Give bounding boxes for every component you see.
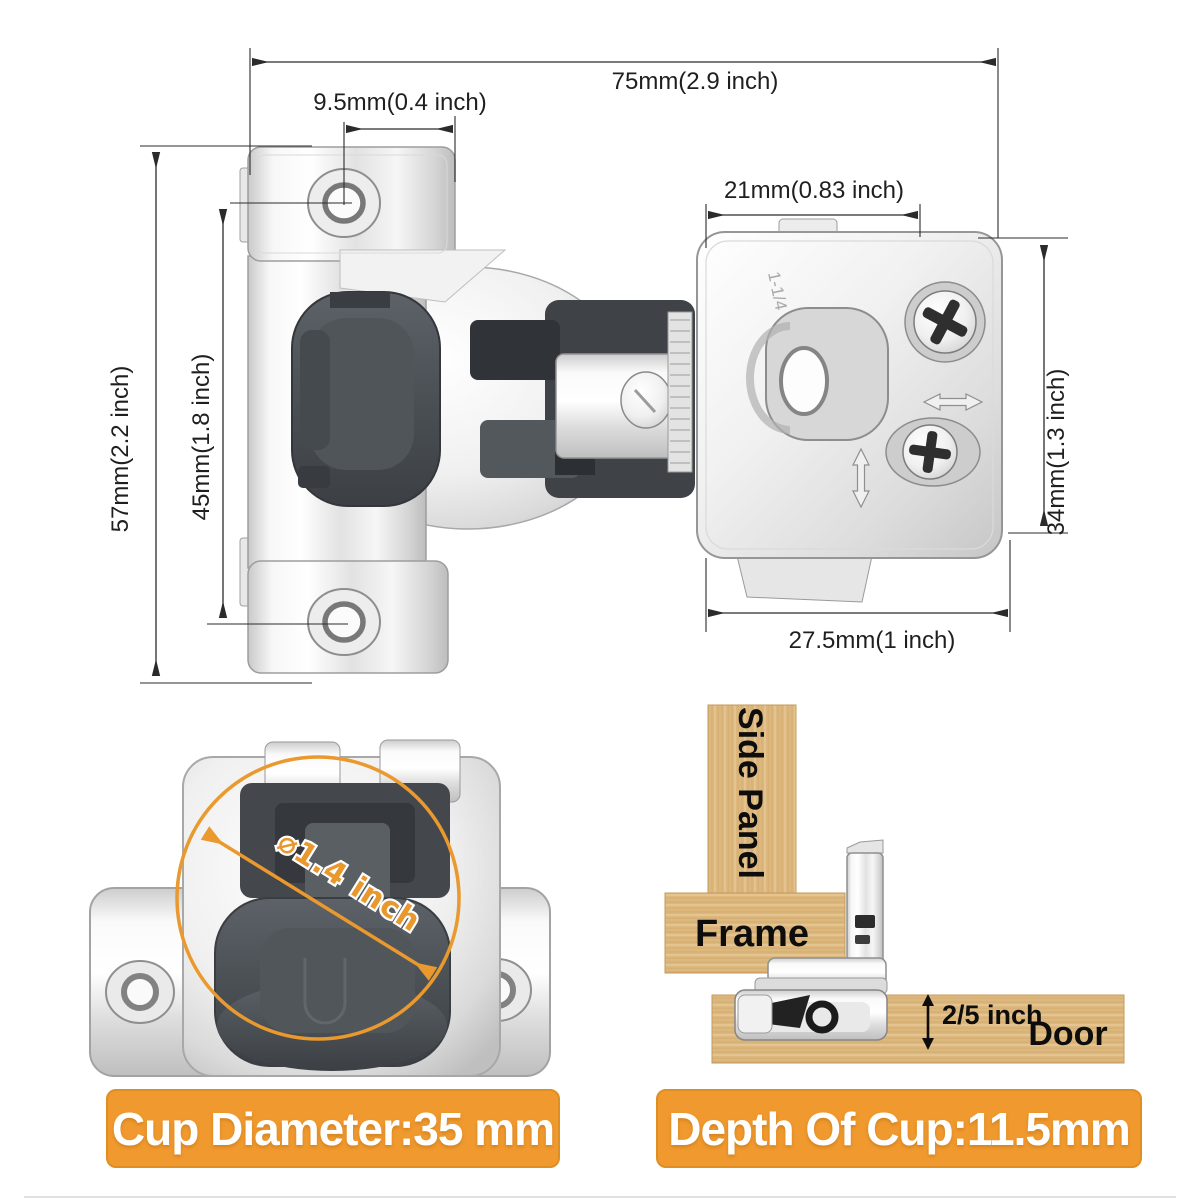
bracket-screw-bottom [885, 417, 981, 487]
installed-hinge [734, 839, 888, 1041]
cup-diameter-banner: Cup Diameter:35 mm [106, 1089, 560, 1168]
bracket-oval-hole [746, 307, 889, 441]
plate-screw-hole-bottom [307, 588, 381, 656]
hinge-bracket: 1-1/4 [696, 218, 1003, 603]
bracket-screw-top [904, 281, 986, 363]
bottom-divider-line [24, 1196, 1176, 1198]
dim-label-bracket-width: 27.5mm(1 inch) [789, 627, 956, 654]
installation-diagram: Side Panel Frame Door 2/5 inch [664, 704, 1125, 1064]
dim-label-overall-width: 75mm(2.9 inch) [612, 68, 779, 95]
dim-label-screw-hole-offset: 9.5mm(0.4 inch) [313, 89, 486, 116]
door-thickness-label: 2/5 inch [942, 1000, 1043, 1030]
cup-diameter-photo: ⌀1.4 inch [89, 739, 551, 1077]
hinge-arm [555, 353, 677, 459]
cup-depth-banner: Depth Of Cup:11.5mm [656, 1089, 1142, 1168]
dim-label-plate-height: 57mm(2.2 inch) [107, 366, 134, 533]
frame-label: Frame [695, 913, 809, 955]
cup-depth-banner-text: Depth Of Cup:11.5mm [668, 1102, 1131, 1155]
dim-label-bracket-height: 34mm(1.3 inch) [1043, 369, 1070, 536]
side-panel-board [707, 704, 797, 896]
dimension-lines [151, 57, 1049, 676]
engraved-horizontal-arrow [922, 393, 984, 411]
dim-label-hole-spacing: 45mm(1.8 inch) [188, 354, 215, 521]
adjustment-teeth [667, 311, 693, 473]
hinge-cup [291, 291, 441, 507]
side-panel-label: Side Panel [731, 707, 769, 879]
cup-diameter-circle [175, 755, 461, 1041]
base-plate-hole-left [105, 960, 175, 1024]
cup-diameter-arrow [200, 826, 438, 981]
cup-diameter-banner-text: Cup Diameter:35 mm [111, 1102, 555, 1155]
door-thickness-arrow [922, 994, 934, 1050]
hinge-illustration: 1-1/4 [239, 146, 1003, 674]
engraved-vertical-arrow [852, 447, 870, 509]
hinge-dimension-drawing: 1-1/4 75mm(2.9 inch) 9.5mm(0.4 inch) 21m… [107, 48, 1070, 684]
door-label: Door [1028, 1015, 1107, 1053]
extension-lines [140, 48, 1068, 684]
dim-label-arm-width: 21mm(0.83 inch) [724, 177, 904, 204]
